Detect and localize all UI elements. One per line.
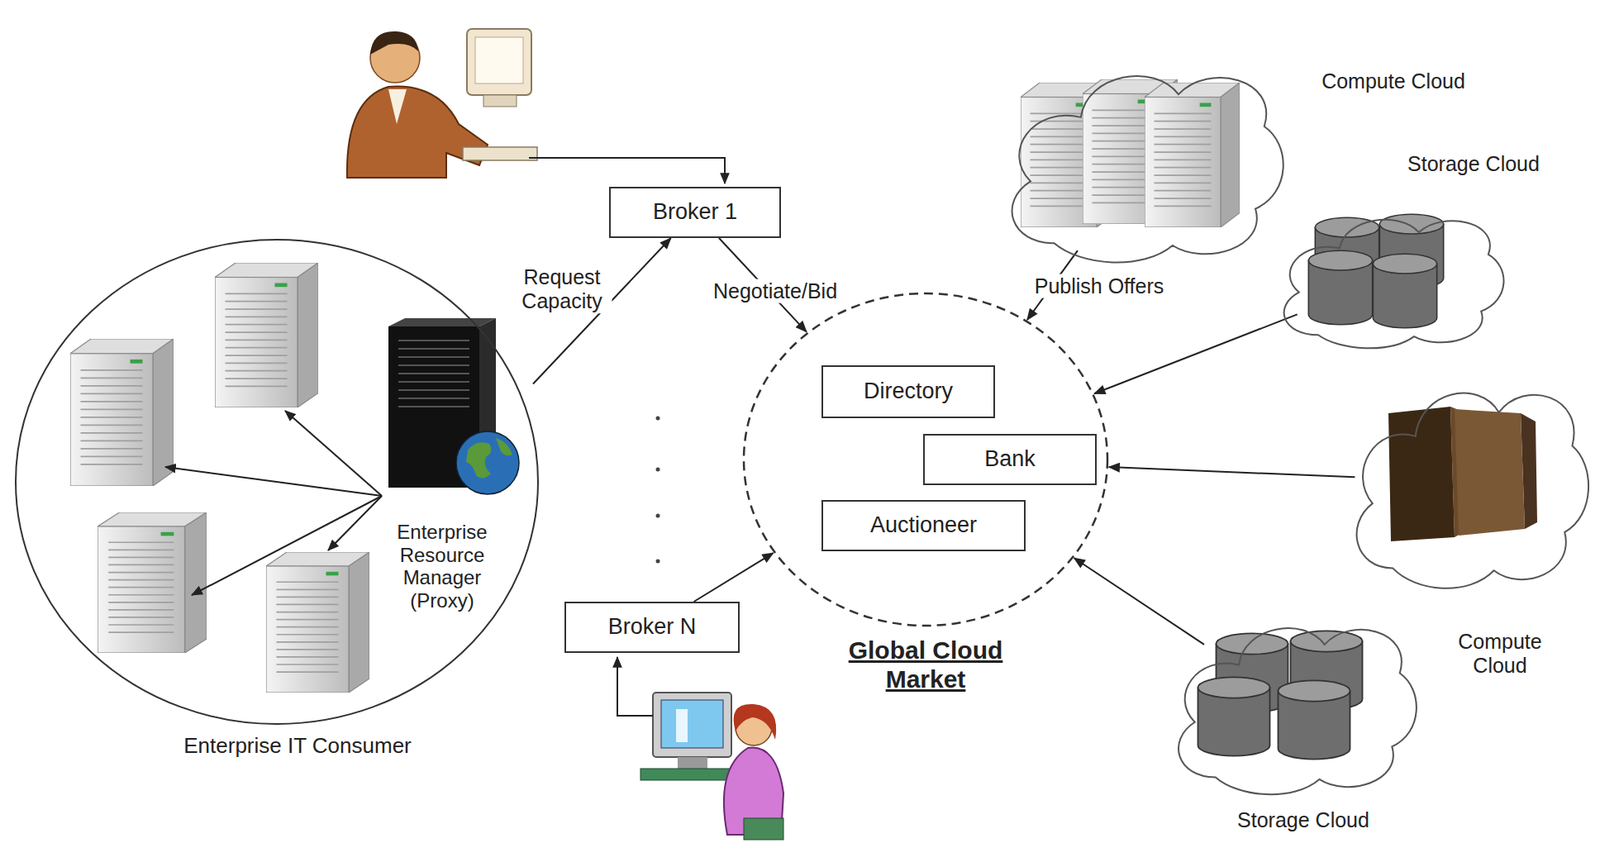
user-woman-part	[652, 692, 732, 758]
cloud-outline	[1342, 361, 1596, 602]
distribution-arrows-part	[191, 495, 382, 596]
edge-label: Publish Offers	[1032, 274, 1167, 299]
connector-arrow	[1074, 557, 1205, 645]
user-man-part	[388, 89, 407, 124]
storage-disks	[1308, 214, 1443, 328]
user-woman-part	[677, 757, 708, 769]
user-arrow-part	[617, 657, 653, 716]
node-label: Global Cloud Market	[818, 636, 1034, 694]
user-woman	[640, 692, 784, 840]
distribution-arrows-part	[328, 495, 382, 551]
distribution-arrows-part	[285, 410, 382, 496]
user-man-part	[347, 86, 488, 178]
user-arrow	[528, 157, 725, 184]
consumer-region: Enterprise IT ConsumerEnterprise Resourc…	[14, 238, 540, 726]
storage-disks-part	[1198, 676, 1271, 756]
ellipsis-dots-part	[656, 467, 661, 472]
proxy-server: Enterprise Resource Manager (Proxy)	[376, 314, 534, 620]
user-man-part	[466, 28, 532, 96]
enterprise-servers-part	[97, 512, 207, 653]
enterprise-servers-part	[266, 552, 370, 693]
edge-label: Request Capacity	[512, 265, 613, 314]
outline	[1012, 76, 1284, 263]
node-label: Compute Cloud	[1446, 629, 1554, 678]
box-label: Bank	[984, 446, 1036, 472]
user-arrow	[617, 657, 653, 716]
storage-disks-part	[1372, 253, 1437, 328]
compute-boxes-part	[1454, 409, 1525, 536]
node-label: Storage Cloud	[1208, 808, 1399, 833]
user-man-part	[462, 147, 538, 161]
cloud-outline	[1163, 601, 1424, 806]
service-box: Bank	[923, 433, 1097, 486]
enterprise-servers-part	[70, 338, 174, 486]
enterprise-servers-part	[214, 262, 319, 408]
proxy-server-icon-part	[466, 438, 513, 479]
node-label: Compute Cloud	[1294, 69, 1493, 94]
node-label: Storage Cloud	[1378, 152, 1569, 177]
enterprise-servers	[70, 262, 370, 693]
cloud-shape: Storage Cloud	[1270, 199, 1510, 358]
node-label: Enterprise IT Consumer	[123, 733, 472, 759]
broker-box: Broker 1	[609, 186, 781, 239]
connector-arrow	[1094, 314, 1298, 394]
outline	[1357, 393, 1590, 589]
outline	[1284, 219, 1505, 349]
outline	[15, 239, 539, 724]
outline	[743, 293, 1108, 626]
cloud-shape: Compute Cloud	[1342, 361, 1596, 602]
ellipsis-dots-part	[656, 559, 661, 564]
user-woman-part	[661, 700, 724, 748]
cloud-servers-part	[1144, 82, 1240, 228]
proxy-server-icon	[388, 318, 520, 495]
distribution-arrows-part	[165, 466, 382, 496]
user-man-part	[370, 31, 419, 55]
connector-arrow	[694, 552, 774, 602]
box-label: Directory	[863, 378, 953, 405]
cloud-shape: Storage Cloud	[1163, 601, 1424, 806]
proxy-server-icon-part	[398, 340, 470, 407]
proxy-server-icon-part	[388, 318, 496, 327]
compute-boxes	[1388, 406, 1538, 542]
compute-boxes-part	[1388, 406, 1455, 542]
broker-box: Broker N	[564, 601, 740, 653]
storage-disks	[1198, 630, 1363, 759]
market-circle: Global Cloud MarketDirectoryBankAuctione…	[742, 291, 1110, 628]
ellipsis-dots	[656, 416, 661, 564]
node-label: Enterprise Resource Manager (Proxy)	[371, 520, 513, 612]
ellipse-outline	[14, 238, 540, 726]
ellipsis-dots-part	[656, 416, 661, 421]
user-arrow-part	[528, 157, 725, 184]
ellipsis-dots-part	[656, 514, 661, 519]
cloud-shape: Compute Cloud	[995, 46, 1291, 276]
distribution-arrows	[165, 410, 382, 596]
user-man-part	[475, 37, 524, 84]
cloud-servers	[1020, 79, 1240, 228]
box-label: Auctioneer	[870, 512, 977, 539]
storage-disks-part	[1308, 250, 1372, 324]
storage-disks-part	[1278, 680, 1351, 759]
outline	[1178, 628, 1417, 795]
user-man-part	[483, 95, 517, 107]
box-label: Broker N	[608, 614, 697, 640]
service-box: Directory	[821, 365, 996, 419]
user-woman-part	[676, 709, 688, 743]
user-man	[347, 28, 538, 178]
user-woman-part	[743, 818, 784, 840]
cloud-outline	[995, 46, 1291, 276]
edge-label: Negotiate/Bid	[710, 279, 840, 304]
connector-arrow	[1109, 466, 1356, 477]
box-label: Broker 1	[652, 199, 738, 225]
proxy-server-icon-part	[456, 431, 520, 495]
cloud-outline	[1270, 199, 1510, 358]
user-woman-part	[733, 704, 777, 740]
service-box: Auctioneer	[821, 500, 1026, 552]
